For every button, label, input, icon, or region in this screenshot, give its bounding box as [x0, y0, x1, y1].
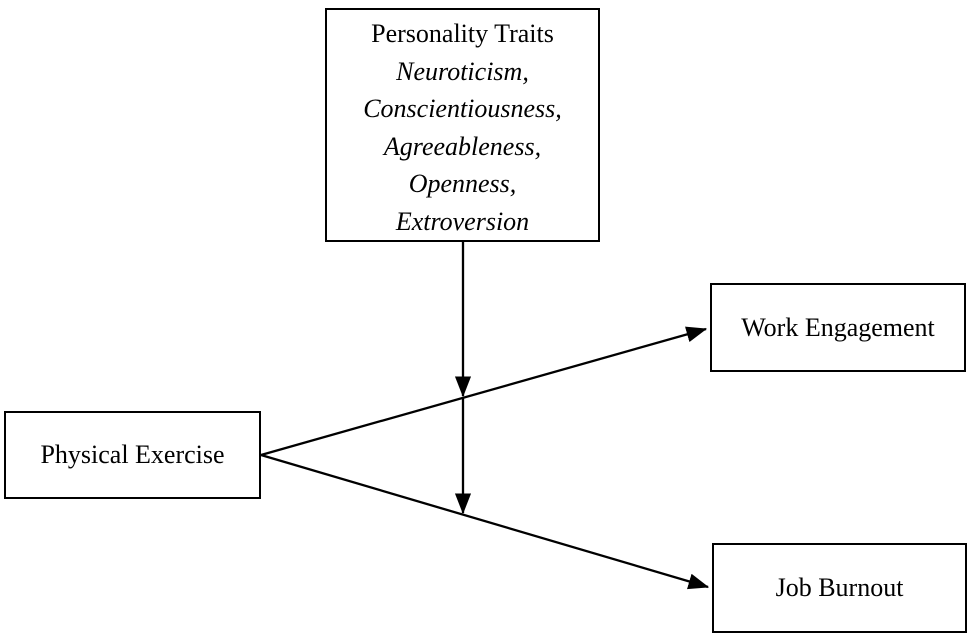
trait-item-neuroticism: Neuroticism,	[396, 56, 529, 86]
physical-exercise-box: Physical Exercise	[4, 411, 261, 499]
work-engagement-label: Work Engagement	[741, 312, 935, 342]
trait-item-agreeableness: Agreeableness,	[383, 131, 542, 161]
job-burnout-box: Job Burnout	[712, 543, 967, 633]
trait-item-extroversion: Extroversion	[395, 206, 530, 236]
trait-item-openness: Openness,	[408, 169, 517, 198]
physical-exercise-label: Physical Exercise	[40, 440, 225, 469]
path-exercise-to-engagement	[260, 326, 708, 457]
trait-item-conscientiousness: Conscientiousness,	[363, 94, 562, 123]
path-exercise-to-burnout	[260, 453, 710, 590]
personality-traits-title: Personality Traits	[371, 19, 554, 48]
job-burnout-label: Job Burnout	[775, 573, 904, 602]
work-engagement-box: Work Engagement	[710, 283, 966, 372]
personality-traits-box: Personality Traits Neuroticism, Conscien…	[325, 8, 600, 242]
